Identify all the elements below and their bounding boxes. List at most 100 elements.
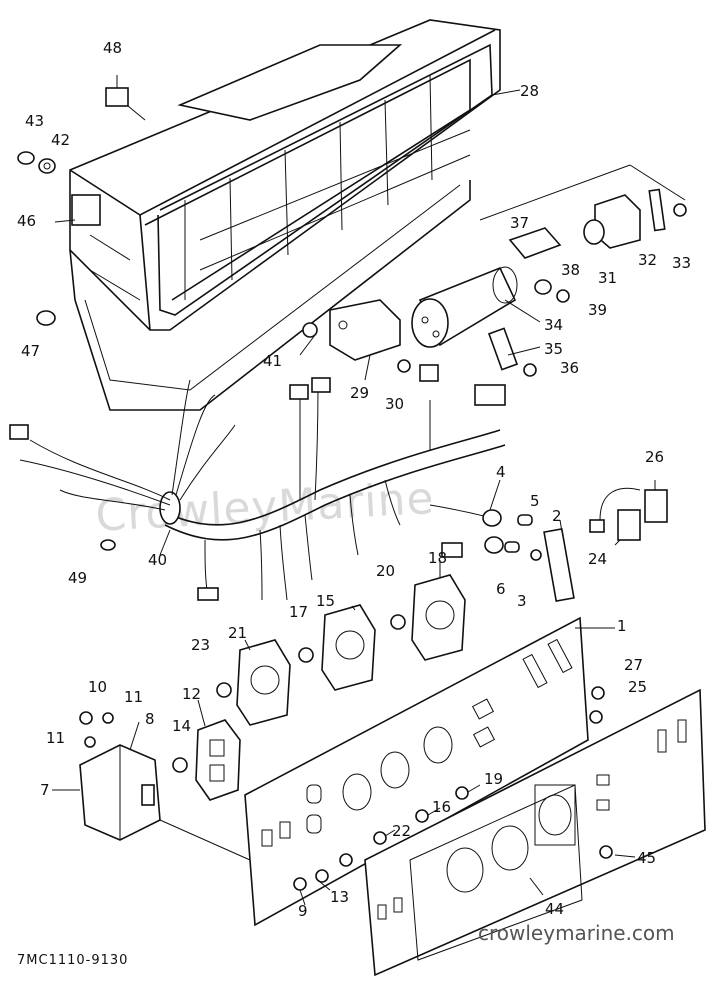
part-30-screw xyxy=(397,359,411,373)
callout-17: 17 xyxy=(289,603,308,621)
part-5-fuse xyxy=(517,514,533,526)
part-24-switch xyxy=(589,509,641,541)
part-11-washer xyxy=(102,712,114,724)
part-27-screw xyxy=(591,686,605,700)
callout-16: 16 xyxy=(432,798,451,816)
callout-41: 41 xyxy=(263,352,282,370)
callout-21: 21 xyxy=(228,624,247,642)
callout-13: 13 xyxy=(330,888,349,906)
part-26-switch xyxy=(644,489,668,523)
part-9-screw xyxy=(315,869,329,883)
part-19-screw xyxy=(455,786,469,800)
callout-15: 15 xyxy=(316,592,335,610)
part-36-screw xyxy=(523,363,537,377)
part-10-screw xyxy=(79,711,93,725)
callout-24: 24 xyxy=(588,550,607,568)
part-16-screw xyxy=(415,809,429,823)
callout-42: 42 xyxy=(51,131,70,149)
callout-7: 7 xyxy=(40,781,50,799)
callout-49: 49 xyxy=(68,569,87,587)
callout-26: 26 xyxy=(645,448,664,466)
part-37-cover xyxy=(508,227,562,259)
part-29-relay xyxy=(329,299,401,361)
callout-25: 25 xyxy=(628,678,647,696)
part-41-bolt xyxy=(302,322,318,338)
callout-45: 45 xyxy=(637,849,656,867)
callout-40: 40 xyxy=(148,551,167,569)
part-31-switch xyxy=(583,194,641,249)
part-47-grommet xyxy=(36,310,56,326)
part-6-fuse xyxy=(504,541,520,553)
callout-14: 14 xyxy=(172,717,191,735)
part-40-wire-harness xyxy=(9,364,506,601)
callout-22: 22 xyxy=(392,822,411,840)
leader-lines xyxy=(52,89,656,906)
callout-9: 9 xyxy=(298,902,308,920)
callout-5: 5 xyxy=(530,492,540,510)
callout-10: 10 xyxy=(88,678,107,696)
part-21-outlet xyxy=(236,639,291,726)
part-13-screw xyxy=(339,853,353,867)
callout-31: 31 xyxy=(598,269,617,287)
callout-35: 35 xyxy=(544,340,563,358)
part-9-screw-b xyxy=(293,877,307,891)
callout-18: 18 xyxy=(428,549,447,567)
part-2-plate xyxy=(543,528,575,602)
callout-3: 3 xyxy=(517,592,527,610)
part-11-washer-b xyxy=(84,736,96,748)
part-33-screw xyxy=(673,203,687,217)
callout-29: 29 xyxy=(350,384,369,402)
part-18-outlet xyxy=(411,574,466,661)
callout-labels: 48 28 43 42 46 47 37 31 32 33 38 39 34 3… xyxy=(17,39,691,920)
part-1-front-panel xyxy=(244,616,589,927)
callout-38: 38 xyxy=(561,261,580,279)
part-34-capacitor xyxy=(411,266,518,348)
control-box-housing xyxy=(69,19,501,411)
callout-23: 23 xyxy=(191,636,210,654)
callout-2: 2 xyxy=(552,507,562,525)
part-23-nut xyxy=(216,682,232,698)
part-12-receptacle xyxy=(195,719,241,801)
callout-11-right: 11 xyxy=(124,688,143,706)
callout-6: 6 xyxy=(496,580,506,598)
callout-44: 44 xyxy=(545,900,564,918)
callout-46: 46 xyxy=(17,212,36,230)
callout-37: 37 xyxy=(510,214,529,232)
part-35-bracket xyxy=(487,327,519,371)
callout-34: 34 xyxy=(544,316,563,334)
callout-19: 19 xyxy=(484,770,503,788)
part-20-nut xyxy=(390,614,406,630)
part-17-nut xyxy=(298,647,314,663)
part-25-screw xyxy=(589,710,603,724)
callout-47: 47 xyxy=(21,342,40,360)
part-45-screw xyxy=(599,845,613,859)
part-14-nut xyxy=(172,757,188,773)
callout-4: 4 xyxy=(496,463,506,481)
callout-20: 20 xyxy=(376,562,395,580)
site-url: crowleymarine.com xyxy=(478,921,675,945)
callout-11-left: 11 xyxy=(46,729,65,747)
part-38-nut xyxy=(534,279,552,295)
part-4-harness-plug xyxy=(429,504,504,558)
part-3-cap xyxy=(530,549,542,561)
part-44-cover-panel xyxy=(364,688,706,977)
part-32-plate xyxy=(648,188,666,232)
part-7-circuit-breaker xyxy=(79,744,161,841)
callout-1: 1 xyxy=(617,617,627,635)
part-22-screw xyxy=(373,831,387,845)
callout-27: 27 xyxy=(624,656,643,674)
callout-28: 28 xyxy=(520,82,539,100)
part-15-outlet xyxy=(321,604,376,691)
callout-33: 33 xyxy=(672,254,691,272)
callout-12: 12 xyxy=(182,685,201,703)
footer-code: 7MC1110-9130 xyxy=(17,953,128,968)
callout-8: 8 xyxy=(145,710,155,728)
part-49-clamp xyxy=(100,539,116,551)
callout-39: 39 xyxy=(588,301,607,319)
callout-30: 30 xyxy=(385,395,404,413)
part-39-screw xyxy=(556,289,570,303)
callout-43: 43 xyxy=(25,112,44,130)
part-43-42-fasteners xyxy=(17,151,56,174)
callout-48: 48 xyxy=(103,39,122,57)
